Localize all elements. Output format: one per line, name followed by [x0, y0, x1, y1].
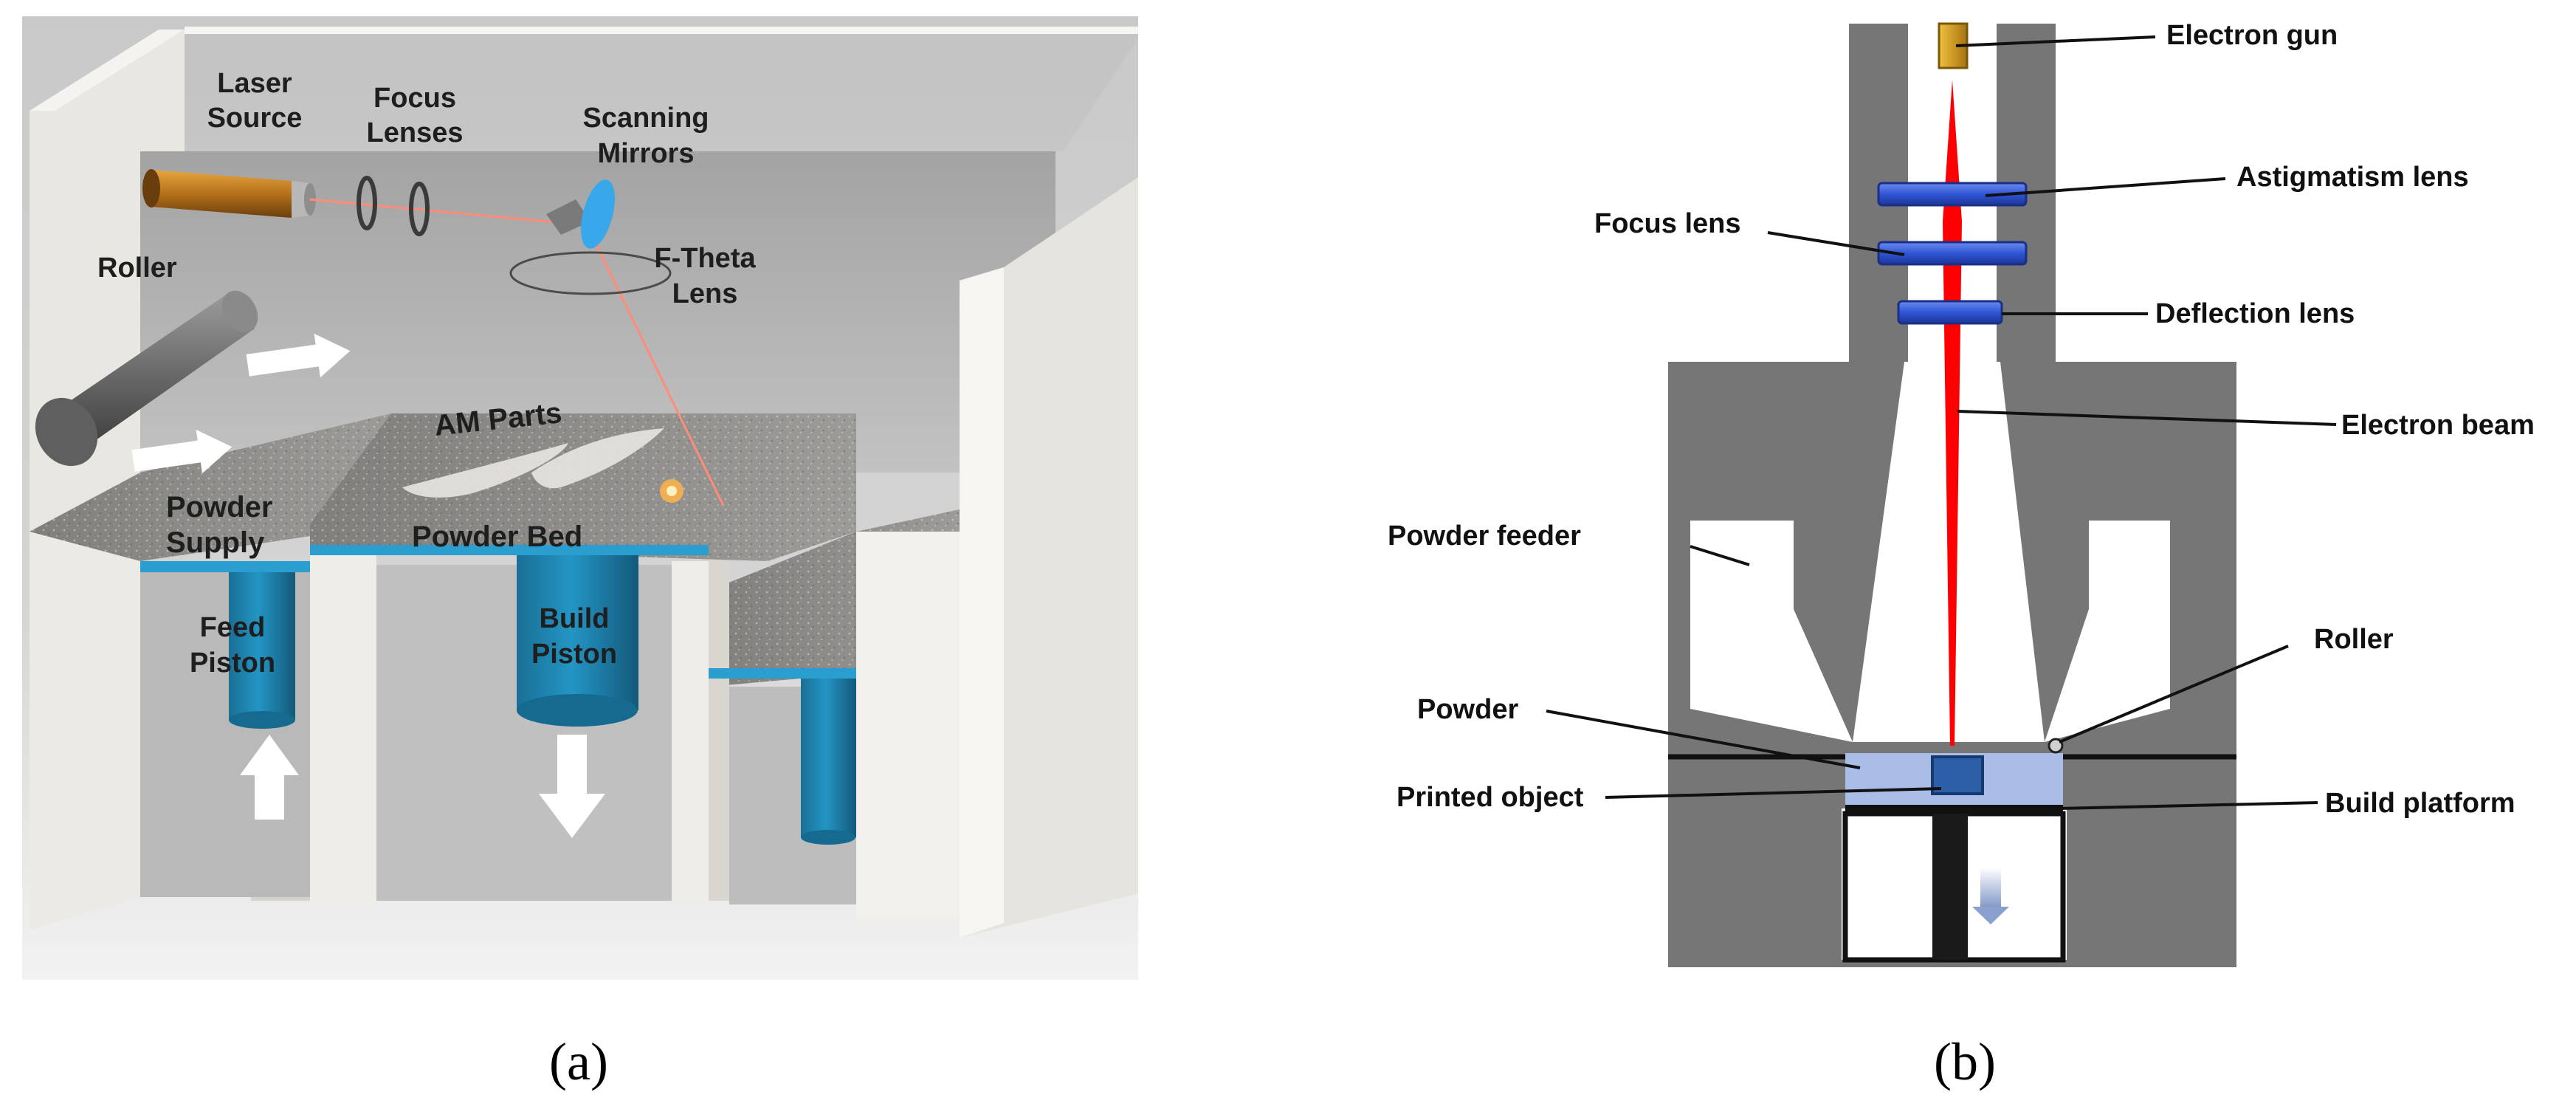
leader-printed-object [1605, 787, 1942, 799]
chamber-back-wall [140, 151, 1055, 473]
overflow-plate [709, 668, 856, 679]
label-feed-piston-line1: Feed [200, 612, 266, 643]
caption-b: (b) [1934, 1032, 1996, 1091]
label-printed-object: Printed object [1397, 782, 1584, 813]
overflow-piston [801, 679, 856, 845]
supply-plate [140, 561, 310, 572]
chamber-right-wall [960, 177, 1138, 938]
leader-powder-feeder [1690, 545, 1750, 566]
platform-rod [1932, 814, 1968, 960]
panel-b: Electron gun Astigmatism lens Focus lens… [1388, 20, 2535, 967]
label-powder-feeder: Powder feeder [1388, 521, 1581, 552]
build-plate [310, 545, 709, 555]
focus-lens-1 [357, 176, 377, 230]
label-powder: Powder [1417, 694, 1518, 725]
front-divider-1 [310, 546, 376, 902]
leader-focus-lens [1767, 231, 1905, 256]
focus-lens [1877, 241, 2028, 266]
caption-a: (a) [549, 1032, 608, 1091]
panel-a: Laser Source Focus Lenses Scanning Mirro… [22, 16, 1138, 980]
supply-powder-grain [30, 413, 391, 561]
roller-b [2048, 738, 2064, 754]
chamber-top-ledge [159, 30, 1138, 151]
label-roller: Roller [97, 253, 177, 284]
bed-powder-grain [310, 413, 856, 561]
label-scanning-mirrors-line1: Scanning [582, 103, 709, 134]
front-divider-2 [672, 561, 709, 901]
label-powder-supply-line2: Supply [166, 526, 265, 559]
leader-build-platform [2059, 801, 2318, 810]
label-feed-piston-line2: Piston [190, 648, 275, 679]
leader-powder [1546, 710, 1861, 769]
label-electron-beam: Electron beam [2341, 410, 2535, 441]
front-divider-3 [856, 532, 960, 919]
label-build-piston-line2: Piston [531, 639, 617, 670]
feed-piston-up-arrow [240, 735, 299, 820]
label-f-theta-line1: F-Theta [654, 243, 756, 274]
leader-electron-beam [1957, 410, 2337, 426]
roller [35, 290, 258, 467]
label-f-theta-line2: Lens [672, 278, 738, 309]
roller-direction-arrows [131, 333, 351, 474]
label-focus-lens: Focus lens [1594, 208, 1741, 239]
label-focus-lenses-line2: Lenses [367, 117, 464, 148]
platform-down-arrow [1972, 868, 2009, 924]
leader-electron-gun [1955, 35, 2156, 47]
leader-astigmatism-lens [1985, 177, 2226, 197]
label-laser-source-line1: Laser [217, 68, 292, 99]
label-roller-b: Roller [2314, 624, 2394, 655]
label-build-platform: Build platform [2325, 788, 2515, 819]
label-powder-bed: Powder Bed [412, 521, 582, 553]
chamber-left-wall-top [30, 30, 185, 111]
label-focus-lenses-line1: Focus [373, 83, 456, 114]
ebm-chamber [1668, 24, 2236, 967]
front-divider-2-side [709, 561, 729, 901]
label-electron-gun: Electron gun [2166, 20, 2338, 51]
chamber-top-edge [185, 27, 1138, 34]
leader-roller [2059, 645, 2289, 744]
scanning-mirrors [546, 179, 615, 249]
am-part-1 [402, 443, 568, 498]
front-left-wall [30, 532, 140, 930]
build-piston-down-arrow [539, 735, 605, 838]
label-powder-supply-line1: Powder [166, 491, 272, 523]
laser-source [142, 169, 316, 218]
focus-lens-2 [409, 182, 430, 236]
feed-piston [229, 572, 295, 729]
f-theta-lens [509, 251, 672, 295]
deflection-lens [1897, 300, 2003, 325]
am-part-2 [531, 428, 664, 489]
chamber-right-wall-edge [960, 267, 1004, 938]
label-build-piston-line1: Build [540, 603, 610, 634]
label-deflection-lens: Deflection lens [2155, 298, 2355, 329]
build-piston [517, 555, 638, 727]
label-astigmatism-lens: Astigmatism lens [2236, 162, 2469, 193]
label-scanning-mirrors-line2: Mirrors [598, 138, 695, 169]
label-laser-source-line2: Source [207, 103, 303, 134]
